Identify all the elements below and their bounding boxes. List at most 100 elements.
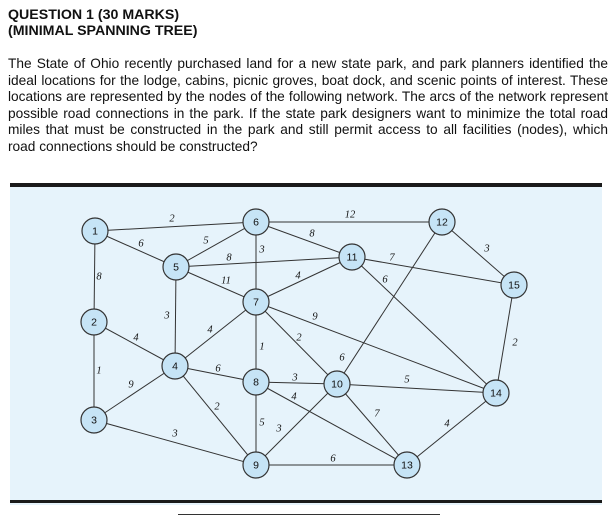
arc-5-11	[175, 256, 353, 268]
node-label: 5	[173, 261, 179, 273]
page-divider	[178, 514, 440, 515]
arc-3-9	[93, 419, 257, 466]
node-label: 9	[253, 459, 259, 471]
arc-3-4	[93, 365, 176, 421]
node-circle	[323, 370, 351, 398]
arc-12-15	[441, 221, 515, 286]
arc-weight-label: 2	[169, 213, 175, 224]
node-13: 13	[393, 451, 421, 479]
arc-11-14	[351, 256, 497, 394]
node-label: 8	[253, 376, 259, 388]
node-4: 4	[161, 352, 189, 380]
arc-10-13	[336, 383, 408, 466]
arc-weight-label: 2	[296, 332, 302, 343]
arc-weight-label: 8	[309, 228, 315, 239]
node-label: 2	[91, 316, 97, 328]
arc-weight-label: 4	[295, 270, 301, 281]
arc-weight-label: 1	[96, 365, 101, 376]
node-7: 7	[242, 288, 270, 316]
node-circle	[500, 271, 528, 299]
arc-weight-label: 3	[483, 243, 489, 254]
arc-weight-label: 3	[258, 244, 264, 255]
node-circle	[81, 217, 109, 245]
node-circle	[242, 368, 270, 396]
arc-weight-label: 4	[207, 324, 213, 335]
arc-5-4	[174, 266, 177, 367]
arc-weight-label: 1	[259, 341, 264, 352]
node-6: 6	[242, 208, 270, 236]
figure-bottom-rule	[10, 500, 602, 503]
arc-1-6	[94, 221, 257, 232]
arc-10-14	[336, 383, 497, 394]
node-circle	[338, 243, 366, 271]
arc-7-10	[255, 301, 338, 385]
arc-weight-label: 4	[133, 332, 139, 343]
node-circle	[482, 379, 510, 407]
arc-weight-label: 2	[214, 401, 220, 412]
arc-5-7	[175, 266, 257, 303]
arc-weight-label: 3	[171, 428, 177, 439]
arc-weight-label: 9	[128, 379, 134, 390]
arc-weight-label: 12	[345, 209, 356, 220]
node-label: 10	[331, 378, 343, 390]
node-circle	[428, 208, 456, 236]
arc-15-14	[495, 284, 515, 394]
arc-6-11	[255, 221, 353, 258]
node-circle	[242, 451, 270, 479]
question-subtitle: (MINIMAL SPANNING TREE)	[8, 23, 198, 39]
arc-1-5	[94, 230, 177, 268]
arc-4-9	[174, 365, 257, 466]
network-arcs	[93, 221, 515, 466]
node-circle	[242, 288, 270, 316]
question-heading: QUESTION 1 (30 MARKS) (MINIMAL SPANNING …	[8, 7, 197, 39]
arc-weight-label: 7	[389, 252, 395, 263]
node-2: 2	[80, 308, 108, 336]
arc-weight-label: 8	[226, 252, 232, 263]
node-label: 13	[401, 459, 413, 471]
node-label: 14	[490, 387, 502, 399]
arc-weight-label: 4	[291, 391, 297, 402]
node-12: 12	[428, 208, 456, 236]
arc-9-10	[255, 383, 338, 466]
figure-top-rule	[10, 183, 602, 187]
arc-weight-label: 9	[312, 311, 318, 322]
node-label: 15	[508, 279, 520, 291]
node-14: 14	[482, 379, 510, 407]
arc-weight-label: 6	[138, 238, 144, 249]
arc-5-6	[175, 221, 257, 268]
node-circle	[80, 406, 108, 434]
arc-weight-label: 5	[203, 235, 208, 246]
node-3: 3	[80, 406, 108, 434]
arc-weight-label: 6	[330, 453, 336, 464]
node-5: 5	[162, 253, 190, 281]
arc-weight-label: 5	[259, 417, 264, 428]
question-title: QUESTION 1 (30 MARKS)	[8, 7, 180, 23]
node-label: 4	[172, 360, 178, 372]
arc-10-12	[336, 221, 443, 385]
node-label: 7	[253, 296, 259, 308]
node-10: 10	[323, 370, 351, 398]
arc-11-15	[351, 256, 515, 286]
arc-weight-label: 5	[404, 374, 409, 385]
arc-weight-label: 3	[275, 423, 281, 434]
arc-weight-label: 6	[382, 274, 388, 285]
node-circle	[393, 451, 421, 479]
node-label: 12	[436, 216, 448, 228]
arc-14-13	[406, 392, 497, 466]
arc-7-14	[255, 301, 497, 394]
node-label: 11	[347, 251, 358, 263]
node-11: 11	[338, 243, 366, 271]
node-8: 8	[242, 368, 270, 396]
arc-weight-label: 3	[163, 310, 169, 321]
node-label: 3	[91, 414, 97, 426]
node-label: 1	[92, 225, 98, 237]
arc-8-13	[255, 381, 408, 466]
node-9: 9	[242, 451, 270, 479]
arc-weight-label: 7	[374, 408, 380, 419]
arc-2-4	[93, 321, 176, 367]
arc-7-4	[174, 301, 257, 367]
arc-4-8	[174, 365, 257, 383]
node-circle	[162, 253, 190, 281]
